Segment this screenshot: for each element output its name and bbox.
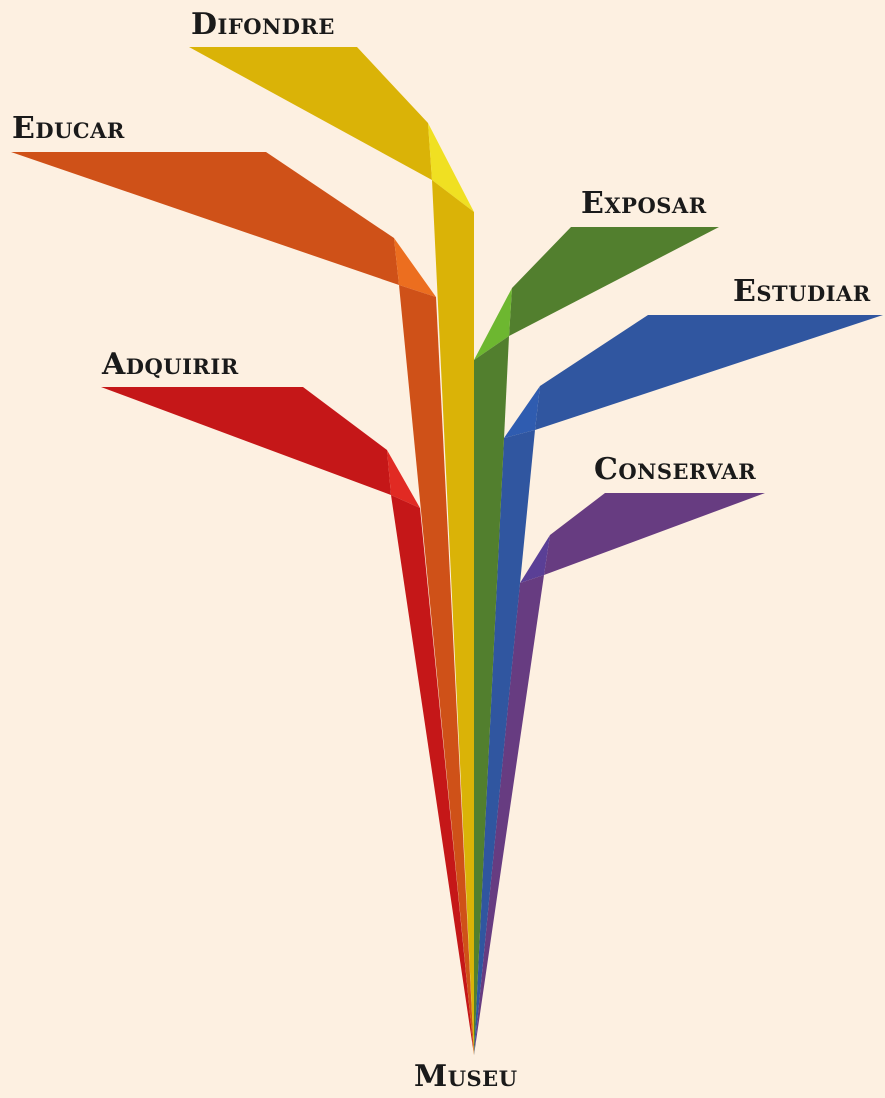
branch-difondre-ribbon bbox=[189, 47, 432, 180]
branch-exposar-stem bbox=[474, 336, 509, 1055]
branch-adquirir bbox=[101, 387, 474, 1055]
branch-conservar bbox=[474, 493, 765, 1055]
branch-adquirir-stem bbox=[391, 495, 474, 1055]
label-adquirir: Adquirir bbox=[102, 347, 239, 382]
branch-adquirir-ribbon bbox=[101, 387, 391, 495]
branch-educar-stem bbox=[399, 285, 474, 1055]
branch-estudiar-stem bbox=[474, 430, 535, 1055]
branch-educar bbox=[11, 152, 474, 1055]
label-conservar: Conservar bbox=[594, 452, 757, 487]
label-difondre: Difondre bbox=[191, 7, 335, 42]
branch-exposar bbox=[474, 227, 719, 1055]
branch-conservar-ribbon bbox=[544, 493, 765, 575]
branch-educar-ribbon bbox=[11, 152, 399, 285]
branch-estudiar bbox=[474, 315, 883, 1055]
branch-conservar-fold bbox=[520, 535, 550, 583]
branch-adquirir-fold bbox=[387, 450, 420, 508]
branch-estudiar-fold bbox=[504, 386, 540, 438]
label-educar: Educar bbox=[12, 111, 125, 146]
branch-difondre bbox=[189, 47, 474, 1055]
label-estudiar: Estudiar bbox=[733, 274, 871, 309]
branch-exposar-ribbon bbox=[509, 227, 719, 336]
label-museu: Museu bbox=[414, 1059, 518, 1094]
label-exposar: Exposar bbox=[581, 186, 707, 221]
branch-estudiar-ribbon bbox=[535, 315, 883, 430]
branch-exposar-fold bbox=[474, 288, 512, 360]
branch-difondre-stem bbox=[432, 180, 474, 1055]
branch-difondre-fold bbox=[428, 123, 474, 212]
branch-conservar-stem bbox=[474, 575, 544, 1055]
branch-educar-fold bbox=[394, 238, 436, 297]
